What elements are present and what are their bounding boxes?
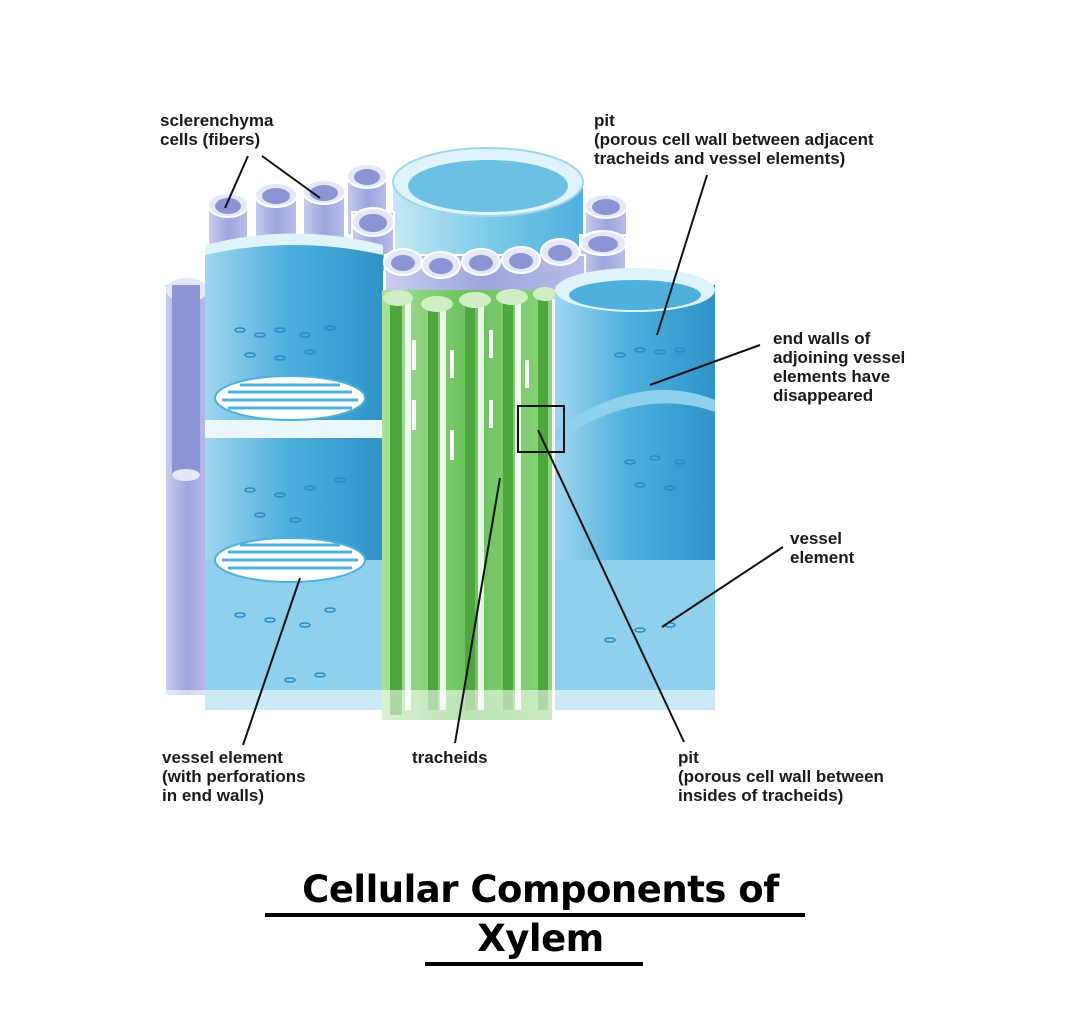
pit-detail-box — [517, 405, 565, 453]
tracheids-group — [382, 287, 557, 720]
label-vessel-element-right: vessel element — [790, 529, 855, 567]
title-line-1: Cellular Components of — [302, 868, 779, 911]
right-vessel-element — [555, 268, 715, 710]
label-end-walls: end walls of adjoining vessel elements h… — [773, 329, 906, 405]
left-fiber-column — [166, 278, 208, 695]
leader-lines — [224, 155, 784, 746]
back-vessel — [392, 147, 584, 270]
label-vessel-element-left: vessel element (with perforations in end… — [162, 748, 306, 805]
label-sclerenchyma: sclerenchyma cells (fibers) — [160, 111, 274, 149]
title-underline-1 — [265, 913, 805, 917]
title-underline-2 — [425, 962, 643, 966]
left-vessel-element — [205, 233, 383, 710]
label-pit-bottom: pit (porous cell wall between insides of… — [678, 748, 884, 805]
title-line-2: Xylem — [477, 917, 604, 960]
label-pit-top: pit (porous cell wall between adjacent t… — [594, 111, 874, 168]
label-tracheids: tracheids — [412, 748, 488, 767]
bottom-fade — [160, 690, 720, 720]
